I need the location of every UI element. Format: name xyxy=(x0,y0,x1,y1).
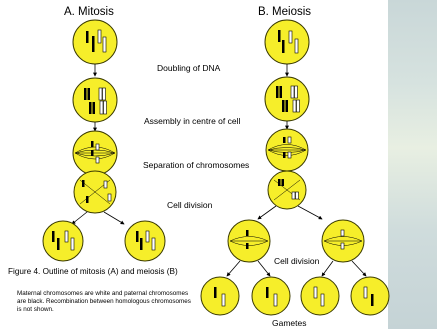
paternal-chromosome xyxy=(140,238,143,250)
paternal-chromosome xyxy=(246,243,249,249)
paternal-chromosome xyxy=(88,88,91,100)
arrow-mitosis-left xyxy=(72,212,87,224)
arrow-gamete-1 xyxy=(227,261,240,276)
maternal-chromosome xyxy=(103,88,106,100)
maternal-chromosome xyxy=(292,192,295,199)
maternal-chromosome xyxy=(100,101,103,114)
step-assembly-label: Assembly in centre of cell xyxy=(144,116,240,126)
meiosis-second-division-cell-2 xyxy=(322,220,364,262)
meiosis-cell-3 xyxy=(266,129,308,171)
paternal-chromosome xyxy=(282,40,285,53)
arrow-meiosis-left xyxy=(258,206,276,219)
meiosis-cell-2 xyxy=(265,77,309,121)
gamete-cell-2 xyxy=(252,277,290,315)
figure-note: Maternal chromosomes are white and pater… xyxy=(17,290,193,314)
maternal-chromosome xyxy=(104,181,107,188)
maternal-chromosome xyxy=(99,88,102,100)
mitosis-cell-2 xyxy=(73,78,117,122)
maternal-chromosome xyxy=(108,194,111,201)
maternal-chromosome xyxy=(297,100,300,112)
maternal-chromosome xyxy=(364,287,367,298)
maternal-chromosome xyxy=(71,238,74,250)
paternal-chromosome xyxy=(276,86,279,98)
step-separation-label: Separation of chromosomes xyxy=(143,160,249,170)
arrow-gamete-2 xyxy=(258,261,270,276)
mitosis-cell-1 xyxy=(73,20,117,64)
paternal-chromosome xyxy=(136,231,139,242)
arrow-meiosis-right xyxy=(298,206,322,219)
paternal-chromosome xyxy=(278,30,281,42)
paternal-chromosome xyxy=(86,31,89,43)
step-division-label: Cell division xyxy=(167,200,212,210)
meiosis-second-division-cell-1 xyxy=(228,220,270,262)
paternal-chromosome xyxy=(86,196,89,203)
paternal-chromosome xyxy=(266,287,269,298)
paternal-chromosome xyxy=(93,102,96,114)
maternal-chromosome xyxy=(65,231,68,242)
arrow-gamete-3 xyxy=(322,261,333,276)
meiosis-cell-1 xyxy=(265,20,309,64)
maternal-chromosome xyxy=(341,230,344,236)
paternal-chromosome xyxy=(282,100,285,112)
maternal-chromosome xyxy=(321,294,324,306)
maternal-chromosome xyxy=(104,101,107,114)
arrow-mitosis-right xyxy=(104,212,124,224)
paternal-chromosome xyxy=(92,36,95,52)
meiosis-division-label: Cell division xyxy=(274,256,319,266)
paternal-chromosome xyxy=(283,137,286,143)
gametes-label: Gametes xyxy=(272,318,307,328)
maternal-chromosome xyxy=(341,243,344,249)
maternal-chromosome xyxy=(291,86,294,98)
maternal-chromosome xyxy=(314,287,317,298)
paternal-chromosome xyxy=(246,230,249,236)
maternal-chromosome xyxy=(96,157,99,163)
paternal-chromosome xyxy=(282,179,285,186)
paternal-chromosome xyxy=(278,179,281,186)
mitosis-cell-4 xyxy=(74,171,116,213)
paternal-chromosome xyxy=(84,88,87,100)
meiosis-cell-4 xyxy=(268,171,306,209)
paternal-chromosome xyxy=(283,152,286,158)
paternal-chromosome xyxy=(371,294,374,306)
paternal-chromosome xyxy=(82,180,85,187)
meiosis-title: B. Meiosis xyxy=(258,6,311,18)
paternal-chromosome xyxy=(89,102,92,114)
maternal-chromosome xyxy=(222,294,225,306)
maternal-chromosome xyxy=(274,294,277,306)
maternal-chromosome xyxy=(288,137,291,143)
figure-caption: Figure 4. Outline of mitosis (A) and mei… xyxy=(8,267,178,276)
maternal-chromosome xyxy=(296,192,299,199)
maternal-chromosome xyxy=(295,86,298,98)
mitosis-daughter-cell-2 xyxy=(125,221,165,261)
paternal-chromosome xyxy=(57,238,60,250)
maternal-chromosome xyxy=(152,238,155,250)
gamete-cell-4 xyxy=(351,277,389,315)
maternal-chromosome xyxy=(96,144,99,150)
arrow-gamete-4 xyxy=(352,261,366,276)
gamete-cell-1 xyxy=(201,277,239,315)
paternal-chromosome xyxy=(214,287,217,298)
paternal-chromosome xyxy=(91,141,94,147)
maternal-chromosome xyxy=(293,100,296,112)
maternal-chromosome xyxy=(289,31,292,43)
maternal-chromosome xyxy=(288,152,291,158)
step-doubling-label: Doubling of DNA xyxy=(157,63,220,73)
maternal-chromosome xyxy=(295,39,298,53)
maternal-chromosome xyxy=(98,30,101,43)
maternal-chromosome xyxy=(146,231,149,242)
maternal-chromosome xyxy=(103,37,106,52)
paternal-chromosome xyxy=(52,231,55,242)
paternal-chromosome xyxy=(91,150,94,156)
gamete-cell-3 xyxy=(301,277,339,315)
paternal-chromosome xyxy=(280,86,283,98)
paternal-chromosome xyxy=(286,100,289,112)
mitosis-title: A. Mitosis xyxy=(64,6,114,18)
mitosis-cell-3 xyxy=(73,131,117,175)
mitosis-daughter-cell-1 xyxy=(43,221,83,261)
